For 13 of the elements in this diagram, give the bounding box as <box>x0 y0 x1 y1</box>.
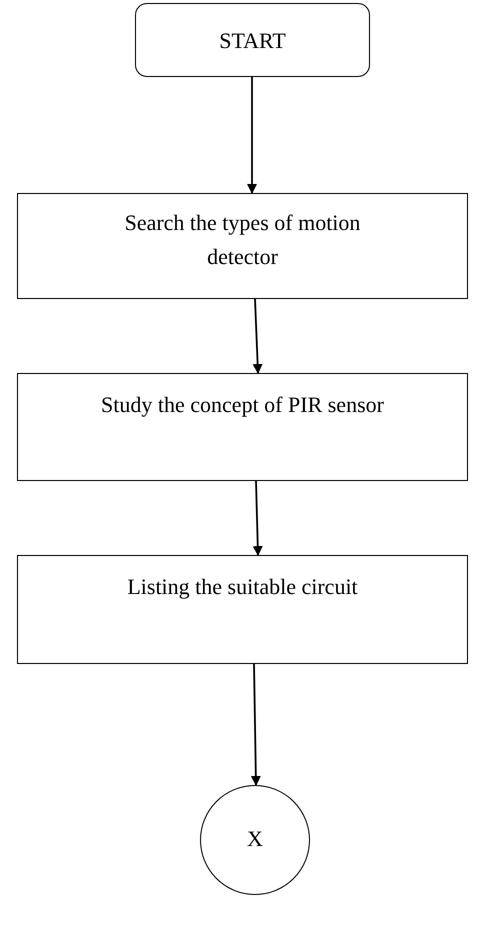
node-label: X <box>247 825 263 853</box>
process-box <box>17 373 468 481</box>
process-box <box>17 555 468 664</box>
arrow <box>250 664 261 786</box>
node-label: START <box>219 27 286 55</box>
node-label: Study the concept of PIR sensor <box>101 391 384 419</box>
arrow <box>252 298 263 374</box>
node-label: Search the types of motion detector <box>124 209 362 271</box>
arrow <box>252 480 263 556</box>
node-label: Listing the suitable circuit <box>127 573 358 601</box>
process-box <box>17 193 468 299</box>
arrow <box>247 77 257 194</box>
start-terminal <box>135 3 370 77</box>
